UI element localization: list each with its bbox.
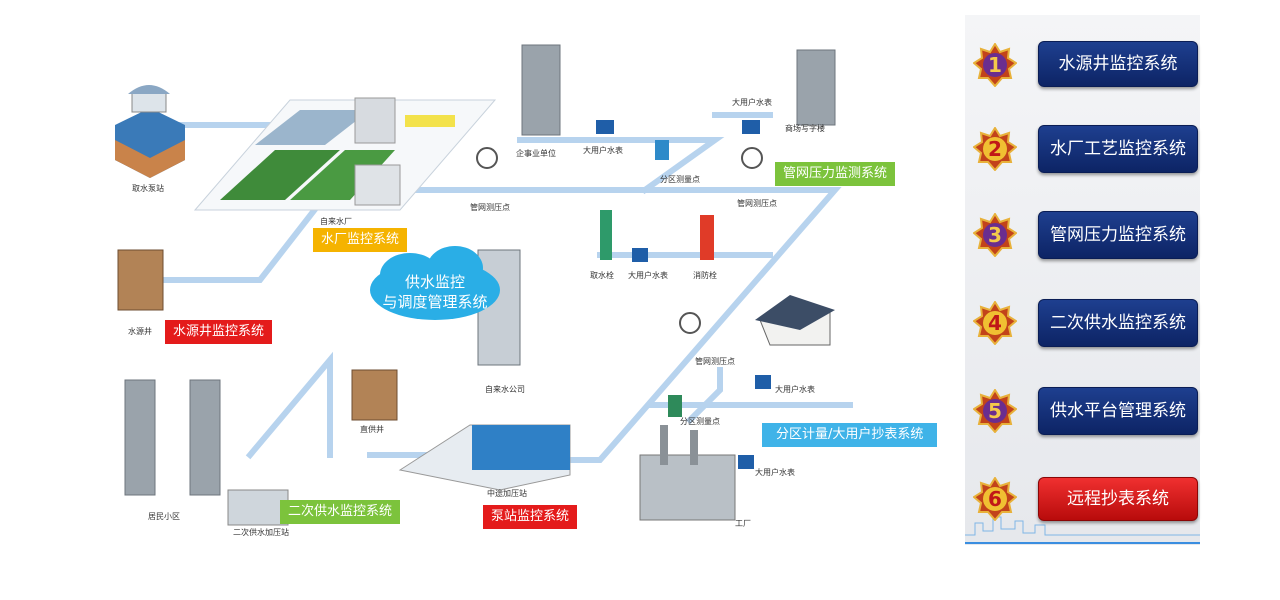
menu-number-4: 4 xyxy=(988,311,1002,335)
menu-item-3[interactable]: 3 管网压力监控系统 xyxy=(965,211,1200,273)
cloud-title-line-1: 供水监控 xyxy=(404,273,465,291)
menu-button-5[interactable]: 供水平台管理系统 xyxy=(1038,387,1198,435)
water-plant-illustration xyxy=(193,97,497,211)
menu-item-2[interactable]: 2 水厂工艺监控系统 xyxy=(965,125,1200,187)
skyline-decoration xyxy=(965,516,1200,544)
label-hydrant-take: 取水栓 xyxy=(590,271,614,280)
label-residential: 居民小区 xyxy=(148,512,180,521)
menu-number-3: 3 xyxy=(988,223,1002,247)
menu-number-2: 2 xyxy=(988,137,1002,161)
label-district-metering-system: 分区计量/大用户抄表系统 xyxy=(762,423,938,447)
label-water-plant: 自来水厂 xyxy=(320,217,352,226)
label-big-meter-5: 大用户水表 xyxy=(755,468,795,477)
label-secondary-pump: 二次供水加压站 xyxy=(233,528,289,537)
star-badge-icon xyxy=(973,127,1017,171)
pipe-network xyxy=(115,44,853,526)
label-pressure-point-2: 管网测压点 xyxy=(737,199,777,208)
star-badge-icon xyxy=(973,301,1017,345)
label-water-company: 自来水公司 xyxy=(485,385,525,394)
menu-item-6[interactable]: 6 远程抄表系统 xyxy=(965,477,1200,537)
menu-number-1: 1 xyxy=(988,53,1002,77)
system-menu-panel: 1 水源井监控系统 2 水厂工艺监控系统 3 管网压力监控系统 4 二次供水监控… xyxy=(965,15,1200,545)
label-booster-station: 中途加压站 xyxy=(487,489,527,498)
label-big-meter-3: 大用户水表 xyxy=(628,271,668,280)
label-big-meter-4: 大用户水表 xyxy=(775,385,815,394)
label-secondary-supply-system: 二次供水监控系统 xyxy=(280,500,401,524)
menu-button-1[interactable]: 水源井监控系统 xyxy=(1038,41,1198,87)
menu-button-2[interactable]: 水厂工艺监控系统 xyxy=(1038,125,1198,173)
star-badge-icon xyxy=(973,477,1017,521)
label-enterprise: 企事业单位 xyxy=(516,149,556,158)
label-big-meter-1: 大用户水表 xyxy=(583,146,623,155)
menu-number-6: 6 xyxy=(988,487,1002,511)
star-badge-icon xyxy=(973,43,1017,87)
label-office-building: 商场写字楼 xyxy=(785,124,825,133)
menu-button-6[interactable]: 远程抄表系统 xyxy=(1038,477,1198,521)
label-pipe-pressure-system: 管网压力监测系统 xyxy=(775,162,896,186)
menu-item-4[interactable]: 4 二次供水监控系统 xyxy=(965,299,1200,361)
menu-button-4[interactable]: 二次供水监控系统 xyxy=(1038,299,1198,347)
label-intake-station: 取水泵站 xyxy=(132,184,164,193)
label-fire-hydrant: 消防栓 xyxy=(693,271,717,280)
menu-number-5: 5 xyxy=(988,399,1002,423)
star-badge-icon xyxy=(973,389,1017,433)
star-badge-icon xyxy=(973,213,1017,257)
menu-item-1[interactable]: 1 水源井监控系统 xyxy=(965,41,1200,103)
label-pressure-point-1: 管网测压点 xyxy=(470,203,510,212)
label-district-point-2: 分区测量点 xyxy=(680,417,720,426)
label-direct-well: 直供井 xyxy=(360,425,384,434)
label-source-well: 水源井 xyxy=(128,327,152,336)
menu-item-5[interactable]: 5 供水平台管理系统 xyxy=(965,387,1200,449)
cloud-shape xyxy=(370,246,500,320)
menu-button-3[interactable]: 管网压力监控系统 xyxy=(1038,211,1198,259)
label-factory: 工厂 xyxy=(735,519,751,528)
label-district-point-1: 分区测量点 xyxy=(660,175,700,184)
label-pump-station-system: 泵站监控系统 xyxy=(483,505,578,529)
label-pressure-point-3: 管网测压点 xyxy=(695,357,735,366)
label-big-meter-2: 大用户水表 xyxy=(732,98,772,107)
intake-station-illustration xyxy=(115,85,185,178)
cloud-title-line-2: 与调度管理系统 xyxy=(382,293,488,311)
cloud-title: 供水监控 与调度管理系统 xyxy=(375,272,495,312)
label-water-plant-system: 水厂监控系统 xyxy=(313,228,408,252)
label-source-well-system: 水源井监控系统 xyxy=(165,320,273,344)
